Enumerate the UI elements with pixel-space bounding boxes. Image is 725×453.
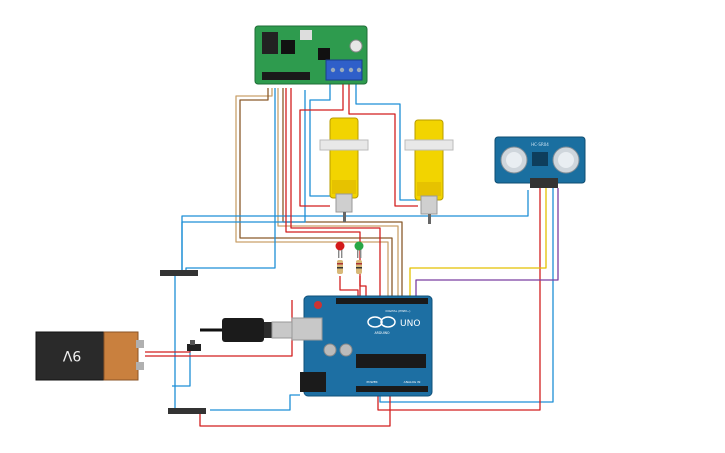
wire-blue-to-sensor	[181, 190, 529, 272]
wire-red-motor1	[299, 84, 344, 207]
wire-red-motor2	[348, 84, 418, 207]
wire-blue-gnd	[379, 188, 554, 403]
arduino-uno: UNO ARDUINO DIGITAL (PWM~) POWER ANALOG …	[291, 295, 433, 397]
arduino-analog-label: ANALOG IN	[404, 380, 421, 384]
wire-purple-sensor	[415, 188, 559, 298]
led-green	[354, 241, 364, 258]
wire-red-sensor	[377, 188, 541, 411]
arduino-digital-label: DIGITAL (PWM~)	[386, 309, 411, 313]
resistor-green-led	[356, 260, 362, 274]
wire-blue-driver-to-rail	[185, 88, 276, 272]
arduino-logo	[367, 316, 396, 328]
led-red	[335, 241, 345, 258]
motor-driver-board	[254, 25, 368, 85]
wire-yellow-sensor	[409, 188, 547, 298]
wire-red-bottom	[199, 392, 391, 427]
sensor-model-label: HC-SR04	[531, 142, 549, 147]
arduino-brand-label: ARDUINO	[374, 331, 390, 335]
resistor-red-led	[337, 260, 343, 274]
battery-label: 9V	[62, 347, 81, 363]
wire-red-led	[339, 276, 359, 298]
wire-red-led2	[359, 276, 367, 298]
wire-blue-bottom	[210, 394, 300, 411]
power-rail-bottom	[168, 408, 206, 414]
ultrasonic-sensor: HC-SR04	[494, 136, 586, 188]
power-rail-top	[160, 270, 198, 276]
wire-red-battery	[145, 348, 191, 353]
slide-switch	[187, 340, 201, 351]
wire-brown-driver-left	[239, 88, 393, 298]
arduino-power-label: POWER	[366, 380, 377, 384]
wire-tan-driver-left	[235, 88, 389, 298]
wire-red-driver-2	[290, 88, 381, 298]
arduino-model-label: UNO	[400, 319, 420, 329]
dc-motor-left	[319, 117, 369, 222]
wire-tan-driver-mid	[277, 88, 399, 298]
dc-motor-right	[404, 119, 454, 224]
usb-cable	[200, 318, 293, 342]
wire-brown-driver-mid	[282, 88, 403, 298]
wire-blue-switch	[172, 350, 191, 387]
battery-9v: 9V	[35, 331, 144, 381]
